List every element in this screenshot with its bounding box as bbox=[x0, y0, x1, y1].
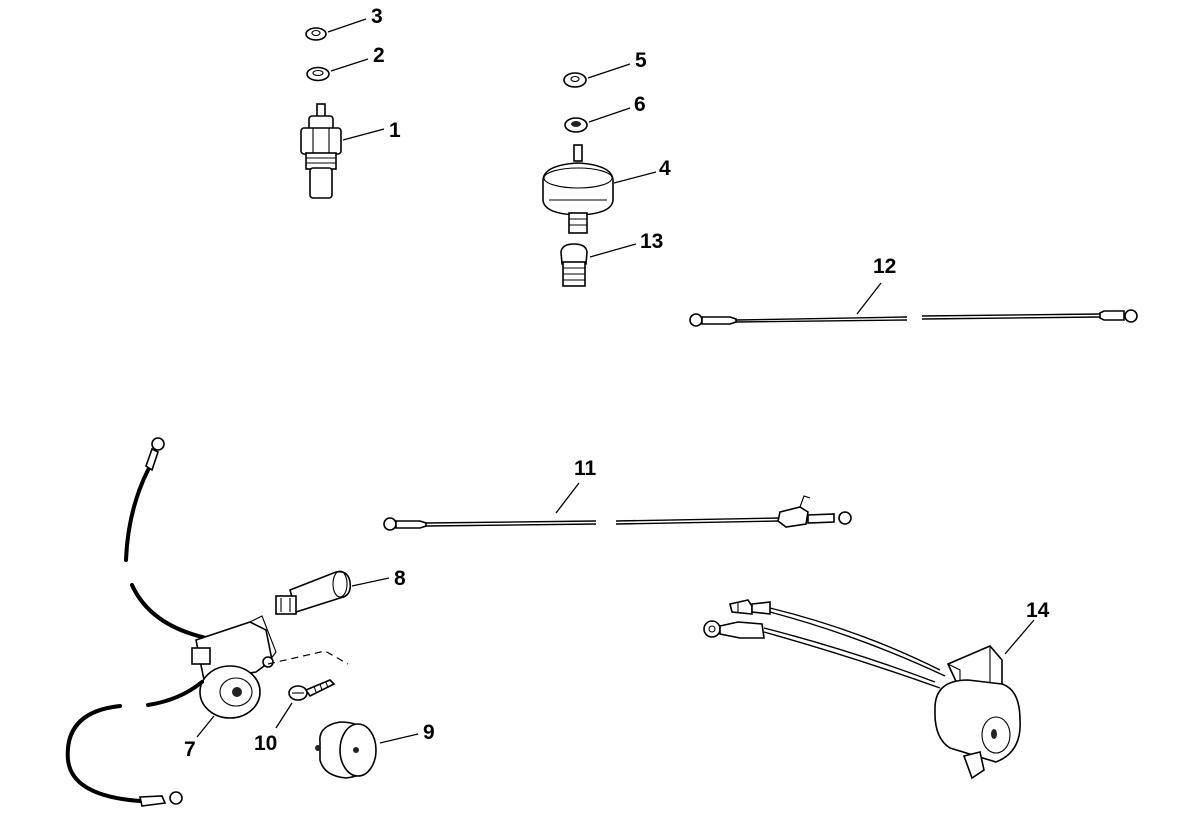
callout-8: 8 bbox=[394, 567, 406, 590]
leader-13 bbox=[589, 243, 637, 258]
part-8-plug bbox=[275, 570, 352, 615]
leader-3 bbox=[327, 18, 367, 33]
leader-8 bbox=[351, 577, 390, 587]
callout-5: 5 bbox=[635, 49, 647, 72]
callout-9: 9 bbox=[423, 721, 435, 744]
part-4-pressure-sender bbox=[542, 144, 614, 234]
leader-7 bbox=[196, 715, 215, 738]
callout-1: 1 bbox=[389, 119, 401, 142]
callout-13: 13 bbox=[640, 230, 663, 253]
part-3-nut bbox=[305, 27, 327, 41]
part-9-cap bbox=[315, 721, 377, 779]
part-2-washer bbox=[306, 66, 330, 82]
part-5-nut bbox=[563, 72, 587, 88]
part-12-wire bbox=[689, 309, 1138, 327]
part-10-screw bbox=[267, 650, 349, 701]
leader-11 bbox=[555, 482, 580, 514]
leader-1 bbox=[342, 128, 385, 141]
leader-10 bbox=[275, 702, 293, 729]
part-14-sensor bbox=[703, 599, 1021, 780]
leader-14 bbox=[1004, 619, 1035, 655]
callout-2: 2 bbox=[373, 44, 385, 67]
callout-7: 7 bbox=[184, 738, 196, 761]
part-7-switch-assembly bbox=[65, 437, 277, 807]
callout-14: 14 bbox=[1026, 599, 1050, 622]
callout-11: 11 bbox=[574, 457, 597, 480]
callout-4: 4 bbox=[659, 157, 671, 180]
leader-9 bbox=[379, 733, 419, 744]
callout-3: 3 bbox=[371, 5, 383, 28]
leader-12 bbox=[856, 282, 882, 315]
part-6-washer bbox=[564, 117, 588, 133]
leader-4 bbox=[613, 171, 657, 184]
part-1-sender bbox=[300, 103, 342, 199]
leader-2 bbox=[330, 58, 369, 72]
callout-6: 6 bbox=[634, 93, 646, 116]
callout-10: 10 bbox=[254, 732, 277, 755]
leader-6 bbox=[588, 107, 631, 123]
part-11-wire bbox=[383, 495, 852, 531]
leader-5 bbox=[587, 63, 631, 79]
part-13-adapter bbox=[560, 243, 588, 287]
callout-12: 12 bbox=[873, 255, 896, 278]
